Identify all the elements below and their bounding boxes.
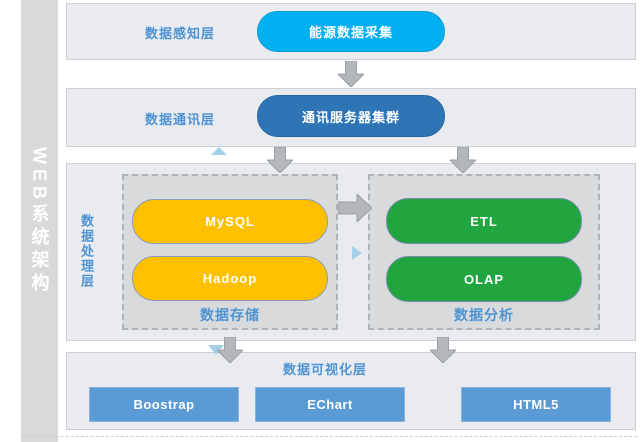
sidebar-title-strip: WEB系统架构: [21, 0, 58, 442]
olap-node: OLAP: [386, 256, 582, 302]
triangle-up-icon: [211, 147, 227, 155]
triangle-down-icon: [208, 345, 224, 355]
mysql-node: MySQL: [132, 199, 328, 244]
hadoop-node: Hadoop: [132, 256, 328, 301]
perception-layer-label: 数据感知层: [144, 26, 215, 41]
energy-data-collection-node: 能源数据采集: [257, 11, 445, 52]
diagram-title: WEB系统架构: [29, 146, 50, 296]
right-arrow-icon: [338, 194, 372, 222]
boostrap-node: Boostrap: [89, 387, 239, 422]
down-arrow-icon: [430, 337, 456, 363]
down-arrow-icon: [217, 337, 243, 363]
triangle-right-icon: [352, 246, 362, 260]
bottom-dashed-divider: [21, 436, 637, 437]
down-arrow-icon: [267, 147, 293, 173]
visualization-layer-label: 数据可视化层: [282, 362, 367, 377]
communication-server-cluster-node: 通讯服务器集群: [257, 95, 445, 137]
down-arrow-icon: [450, 147, 476, 173]
communication-layer-label: 数据通讯层: [144, 112, 215, 127]
echart-node: EChart: [255, 387, 405, 422]
etl-node: ETL: [386, 198, 582, 244]
processing-layer-label: 数据处理层: [79, 214, 94, 289]
data-storage-label: 数据存储: [200, 307, 260, 323]
html5-node: HTML5: [461, 387, 611, 422]
down-arrow-icon: [338, 61, 364, 87]
data-analysis-label: 数据分析: [454, 307, 514, 323]
